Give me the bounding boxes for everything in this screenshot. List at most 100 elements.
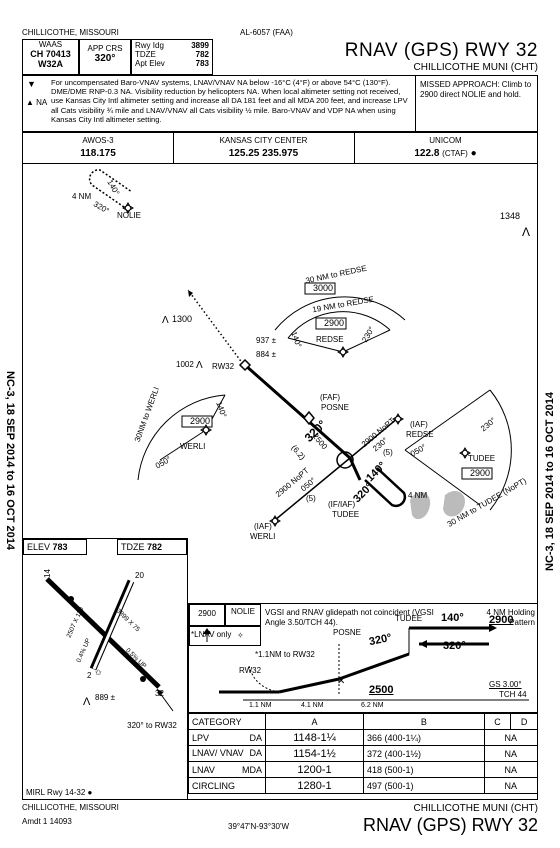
min-row-cd: NA [483,761,539,778]
rwy-14-light-icon [68,596,74,602]
apt-elev-value: 783 [195,59,209,68]
rwy-32-light-icon [140,676,146,682]
crs-note: 320° to RW32 [127,721,177,730]
minimums-table: CATEGORY A B C D LPV DA 1148-1¼ 366 (400… [188,713,539,794]
approach-title: RNAV (GPS) RWY 32 [344,40,538,61]
app-crs-label: APP CRS [87,44,123,53]
obstacle-1348-icon: Λ [522,225,530,239]
faf-label: (FAF) [320,393,340,402]
ch-value: 70413 [45,49,71,59]
missed-approach-path [187,289,244,365]
tudee-hold-4nm: 4 NM [408,491,428,500]
airport-diagram-svg: ✩ Λ [45,577,174,712]
approach-arrow-icon [157,689,163,696]
tdze-label-diag: TDZE [121,542,145,552]
min-row-cd: NA [483,729,539,746]
terrain-a [410,491,431,520]
rwy-32-label: 32 [155,689,164,698]
min-row-cat: LNAV MDA [188,761,266,778]
lnav-only-note: *LNAV only [191,630,232,639]
beacon-icon: ✩ [95,668,102,677]
tdze-label: TDZE [135,50,156,59]
redse-fix-icon [392,413,404,425]
comms-divider-1 [173,133,174,163]
notes-text: For uncompensated Baro-VNAV systems, LNA… [51,78,408,124]
tudee-fix-label: TUDEE [332,510,360,519]
alt-2900-box-a [315,317,347,330]
seg-5-b: (5) [306,494,316,503]
elev-box: ELEV 783 [23,539,87,555]
tudee-hold [364,467,407,508]
footer-title: RNAV (GPS) RWY 32 [362,815,538,835]
notes-box: ▼ ▲ NA For uncompensated Baro-VNAV syste… [22,75,538,132]
airport-diagram: ELEV 783 TDZE 782 ✩ Λ 14 20 32 2 3899 X … [22,538,188,800]
waas-box: WAAS CH 70413 W32A [22,39,79,75]
terrain-b [443,490,465,517]
chart-frame [22,164,538,800]
rwy-14-label: 14 [42,569,52,578]
nm-to-rw32: *1.1NM to RW32 [255,650,315,659]
profile-final-a [278,677,340,694]
obstacle-1002-icon: Λ [196,360,203,371]
redse-taa-boundary-b [342,329,391,353]
werli-fix-icon [269,515,281,527]
min-header-a: A [264,713,365,730]
runway-14-32 [45,577,161,689]
min-row-abx: 497 (500-1) [363,777,485,794]
footer-airport: CHILLICOTHE MUNI (CHT) [413,803,538,814]
redse-iaf: REDSE [406,430,434,439]
profile-missed-curve [248,665,280,693]
hold-pattern-note: 4 NM Holding Pattern [486,608,535,627]
nolie-label: NOLIE [117,211,142,220]
profile-dist-2: 4.1 NM [301,702,324,709]
comms-box: AWOS-3 118.175 KANSAS CITY CENTER 125.25… [22,132,538,164]
tudee-right-label: TUDEE [468,454,496,463]
min-header-category: CATEGORY [188,713,266,730]
werli-taa-arc [137,394,226,481]
alt-2900-box-b [181,415,213,428]
redse-taa-arc-outer [274,296,406,331]
profile-posne: POSNE [333,628,362,637]
profile-alt-2900-box: 2900 [189,604,225,626]
footer-coords: 39°47'N-93°30'W [228,822,290,831]
vgsi-note: VGSI and RNAV glidepath not coincident (… [265,608,434,627]
nolie-hold [88,169,133,208]
app-crs-box: APP CRS 320° [79,39,131,75]
min-row-ab: 1280-1 [264,777,365,794]
iaf-werli: (IAF) [254,522,272,531]
unicom-label: UNICOM [429,136,462,145]
obstacle-1300-icon: Λ [162,315,169,326]
werli-feeder [274,457,351,521]
tudee-segment [348,457,362,481]
awos-freq: 118.175 [80,148,116,159]
airport-name: CHILLICOTHE MUNI (CHT) [413,62,538,73]
rwy-ldg-label: Rwy Idg [135,41,164,50]
min-row-abx: 418 (500-1) [363,761,485,778]
redse-feeder [349,417,399,459]
na-label: NA [36,98,48,107]
elev-value: 783 [52,542,68,552]
kc-freq: 125.25 235.975 [228,148,299,159]
ch-label: CH [30,49,44,59]
rwy-2-label: 2 [87,671,92,680]
profile-arrow-in-icon [419,640,427,648]
min-row-cd: NA [483,777,539,794]
obstacle-884: 884 ± [256,350,276,359]
alt-2900-box-c [461,467,493,480]
rw32-fix-icon [238,358,252,372]
alt-2900-a: 2900 [323,318,345,328]
tudee-course-reversal [336,451,354,469]
redse-taa-arc-inner [287,311,391,339]
unicom-freq: 122.8 [414,148,440,159]
min-row-abx: 366 (400-1¼) [363,729,485,746]
footer-location: CHILLICOTHE, MISSOURI [22,803,119,812]
tdze-box: TDZE 782 [117,539,187,555]
seg-5-a: (5) [383,448,393,457]
profile-box-bottom [189,626,261,646]
procedure-id: AL-6057 (FAA) [240,28,293,37]
min-row-ab: 1148-1¼ [264,729,365,746]
nolie-fix-icon [122,202,134,214]
profile-gs: GS 3.00° [489,680,522,689]
pcl-icon: ● [470,148,477,159]
header-location: CHILLICOTHE, MISSOURI [22,28,119,37]
